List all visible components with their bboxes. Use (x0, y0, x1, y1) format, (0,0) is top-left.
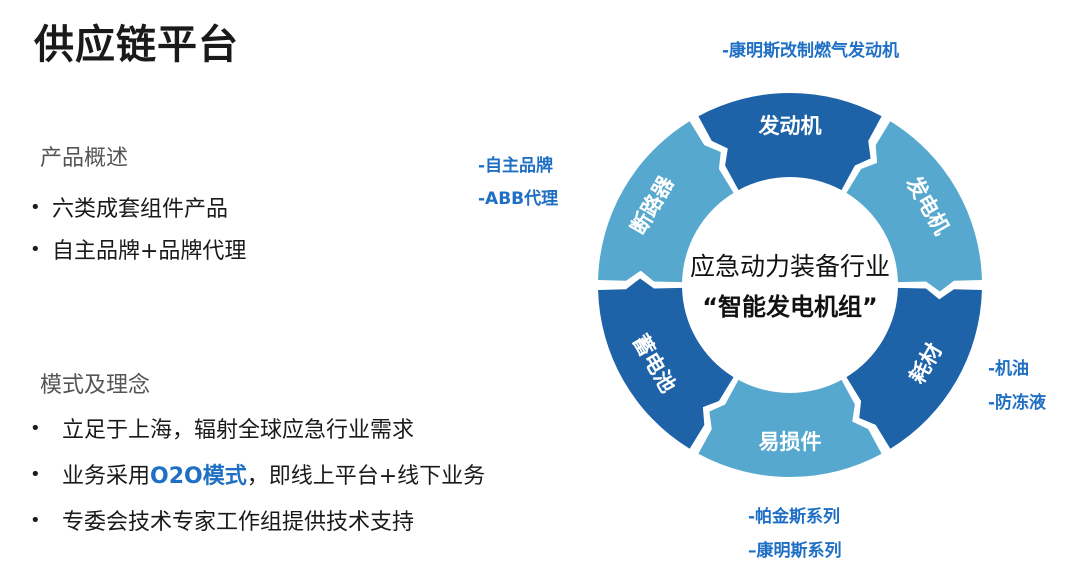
o2o-highlight: O2O模式 (150, 464, 247, 489)
page-title: 供应链平台 (34, 22, 239, 68)
note-antifreeze: -防冻液 (988, 393, 1047, 413)
bullet-icon: • (30, 463, 41, 485)
mode-item-o2o: 业务采用O2O模式，即线上平台+线下业务 (62, 464, 486, 489)
list-item: • 业务采用O2O模式，即线上平台+线下业务 (30, 451, 485, 497)
list-item: • 自主品牌+品牌代理 (30, 228, 246, 270)
note-breaker-abb: -ABB代理 (478, 189, 559, 209)
center-title: 应急动力装备行业 (690, 252, 890, 281)
ring-segment-label: 易损件 (759, 430, 822, 454)
ring-segment (598, 121, 734, 283)
list-item: • 专委会技术专家工作组提供技术支持 (30, 497, 485, 543)
overview-item-products: 六类成套组件产品 (52, 197, 229, 222)
bullet-icon: • (30, 238, 41, 260)
list-item: • 六类成套组件产品 (30, 186, 246, 228)
note-breaker-brand: -自主品牌 (478, 156, 554, 176)
overview-heading: 产品概述 (40, 146, 129, 171)
ring-segments (598, 93, 982, 477)
note-oil: -机油 (988, 359, 1030, 379)
ring-segment (698, 379, 882, 477)
ring-segment (598, 278, 734, 449)
bullet-icon: • (30, 196, 41, 218)
note-cummins: –康明斯系列 (748, 541, 842, 561)
bullet-icon: • (30, 509, 41, 531)
ring-segment (846, 121, 982, 292)
mode-heading: 模式及理念 (40, 373, 151, 398)
overview-list: • 六类成套组件产品 • 自主品牌+品牌代理 (30, 186, 246, 270)
list-item: • 立足于上海，辐射全球应急行业需求 (30, 405, 485, 451)
ring-segment (846, 287, 982, 449)
mode-list: •立足于上海，辐射全球应急行业需求 •业务采用O2O模式，即线上平台+线下业务 … (30, 405, 485, 543)
overview-item-brands: 自主品牌+品牌代理 (52, 239, 247, 264)
mode-item-shanghai: 立足于上海，辐射全球应急行业需求 (62, 418, 415, 443)
note-engine: -康明斯改制燃气发动机 (722, 41, 900, 61)
ring-segment-label: 发动机 (758, 114, 822, 138)
bullet-icon: • (30, 417, 41, 439)
ring-segment (698, 93, 882, 191)
note-perkins: -帕金斯系列 (748, 507, 841, 527)
mode-item-experts: 专委会技术专家工作组提供技术支持 (62, 510, 415, 535)
center-subtitle: “智能发电机组” (702, 293, 878, 321)
